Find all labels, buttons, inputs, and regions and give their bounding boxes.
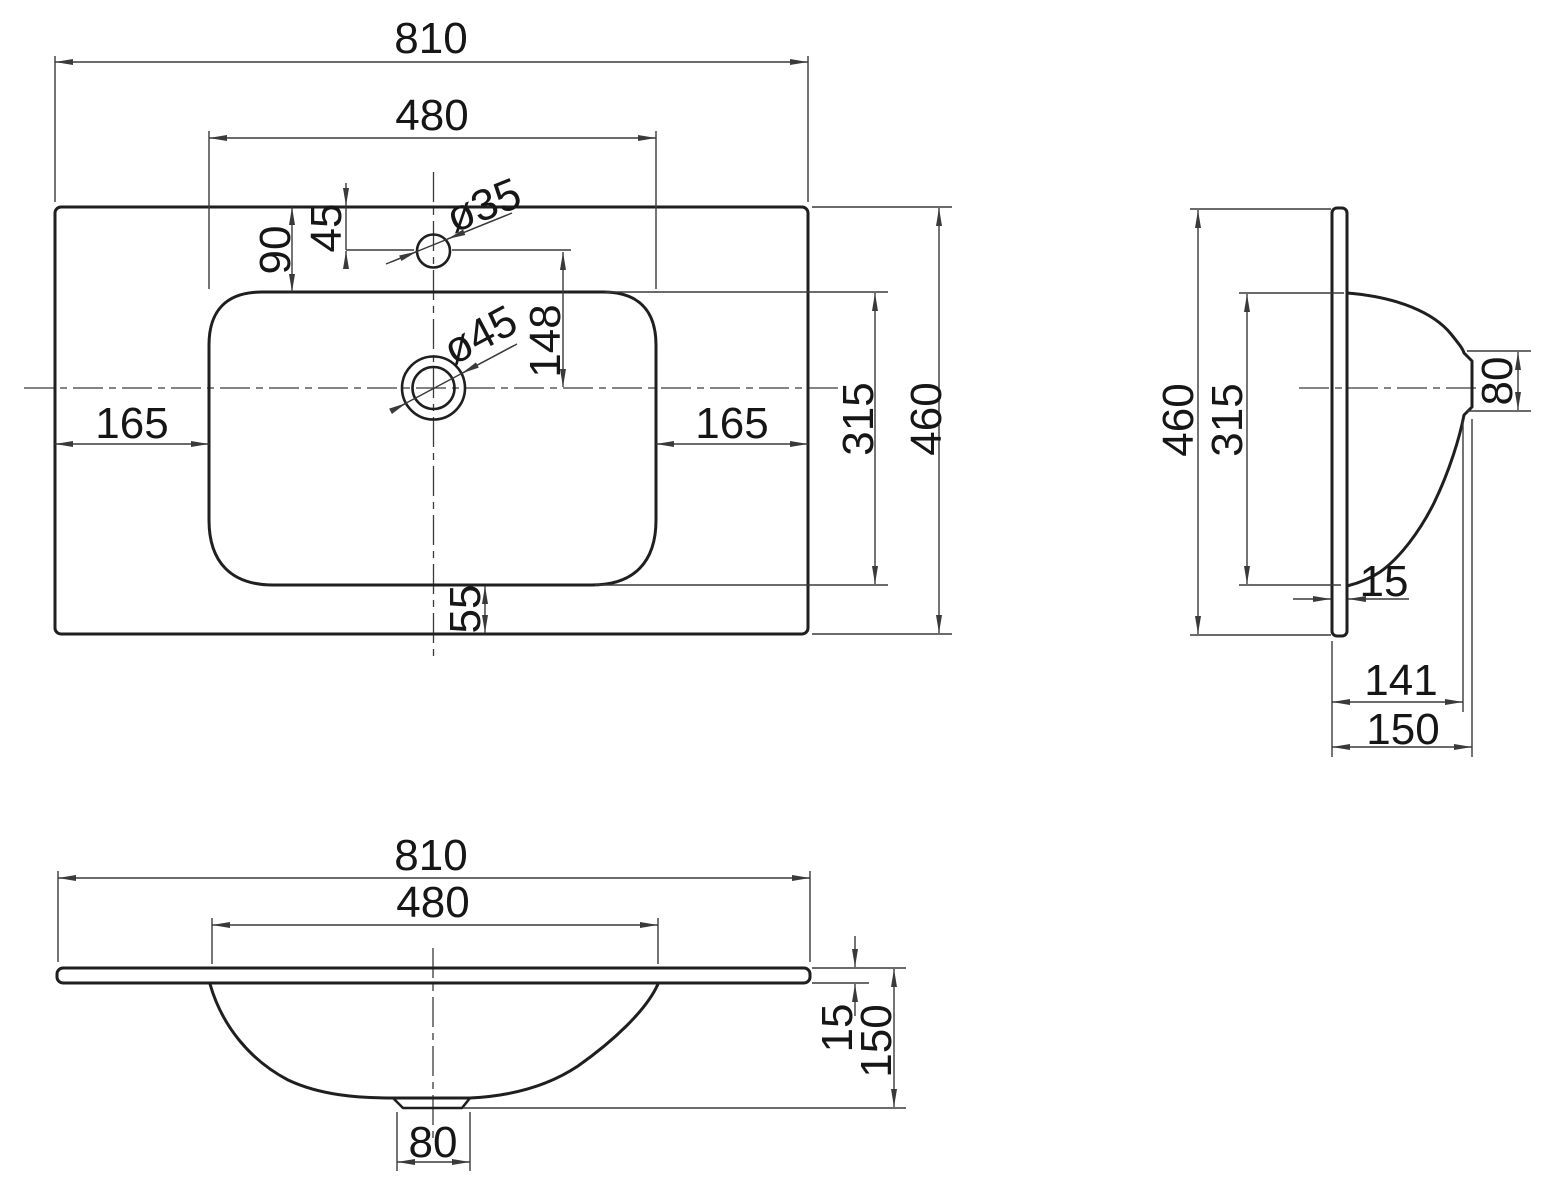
bowl-profile-front [208, 982, 660, 1100]
dim-label: 150 [852, 1004, 901, 1077]
dim-plan-810: 810 [54, 14, 809, 202]
dim-plan-480: 480 [208, 91, 657, 289]
dim-label: 141 [1364, 656, 1437, 705]
back-panel-outline [1330, 206, 1349, 638]
dim-label: 15 [1360, 557, 1409, 606]
dim-label: 80 [409, 1118, 458, 1167]
dim-label: 460 [1154, 383, 1203, 456]
basin-profile-side [1345, 291, 1474, 588]
dim-front-150: 150 [463, 969, 906, 1109]
dim-label: 150 [1366, 705, 1439, 754]
drain-recess-outer [400, 355, 467, 421]
dim-label: 315 [834, 382, 883, 455]
front-view: 810 480 15 150 80 [55, 831, 906, 1171]
dim-plan-315: 315 [595, 291, 888, 586]
countertop-outline [53, 205, 810, 636]
dim-plan-90: 90 [251, 207, 300, 292]
dim-front-15: 15 [812, 936, 906, 1052]
dim-side-15: 15 [1293, 557, 1409, 606]
dim-side-315: 315 [1203, 292, 1344, 586]
dim-plan-460: 460 [812, 206, 952, 635]
dim-front-810: 810 [57, 831, 811, 962]
dim-label: ø45 [435, 296, 525, 375]
dim-plan-165-left: 165 [55, 399, 209, 448]
plan-view: 810 480 90 45 ø35 [24, 14, 952, 661]
slab-outline-front [55, 966, 812, 985]
dim-label: 15 [813, 1004, 862, 1053]
dim-label: 810 [394, 831, 467, 880]
dim-plan-45: 45 [302, 183, 414, 269]
drain-hole-inner [411, 365, 456, 411]
dim-label: ø35 [439, 169, 528, 243]
basin-outline-plan [207, 290, 658, 587]
dim-side-80: 80 [1467, 350, 1531, 412]
dim-label: 80 [1473, 357, 1522, 406]
dim-front-80: 80 [396, 1112, 471, 1171]
dim-side-150: 150 [1332, 419, 1473, 757]
dim-label: 480 [396, 878, 469, 927]
dim-label: 45 [302, 204, 351, 253]
dim-label: 165 [95, 399, 168, 448]
dim-label: 480 [395, 91, 468, 140]
dim-side-460: 460 [1154, 208, 1331, 636]
dim-plan-148: 148 [452, 249, 571, 387]
dim-label: 148 [521, 304, 570, 377]
side-view: 460 315 80 15 141 [1154, 206, 1531, 757]
dim-label: 55 [441, 585, 490, 634]
dim-label: 315 [1203, 383, 1252, 456]
drain-stub-front [391, 1096, 472, 1110]
dim-plan-165-right: 165 [656, 399, 808, 448]
dim-label: 90 [251, 226, 300, 275]
dim-plan-55: 55 [441, 585, 490, 634]
dim-label: 460 [902, 382, 951, 455]
dim-side-141: 141 [1331, 421, 1464, 757]
dim-label: 165 [695, 399, 768, 448]
dim-front-480: 480 [211, 878, 659, 964]
dim-label: 810 [394, 14, 467, 63]
